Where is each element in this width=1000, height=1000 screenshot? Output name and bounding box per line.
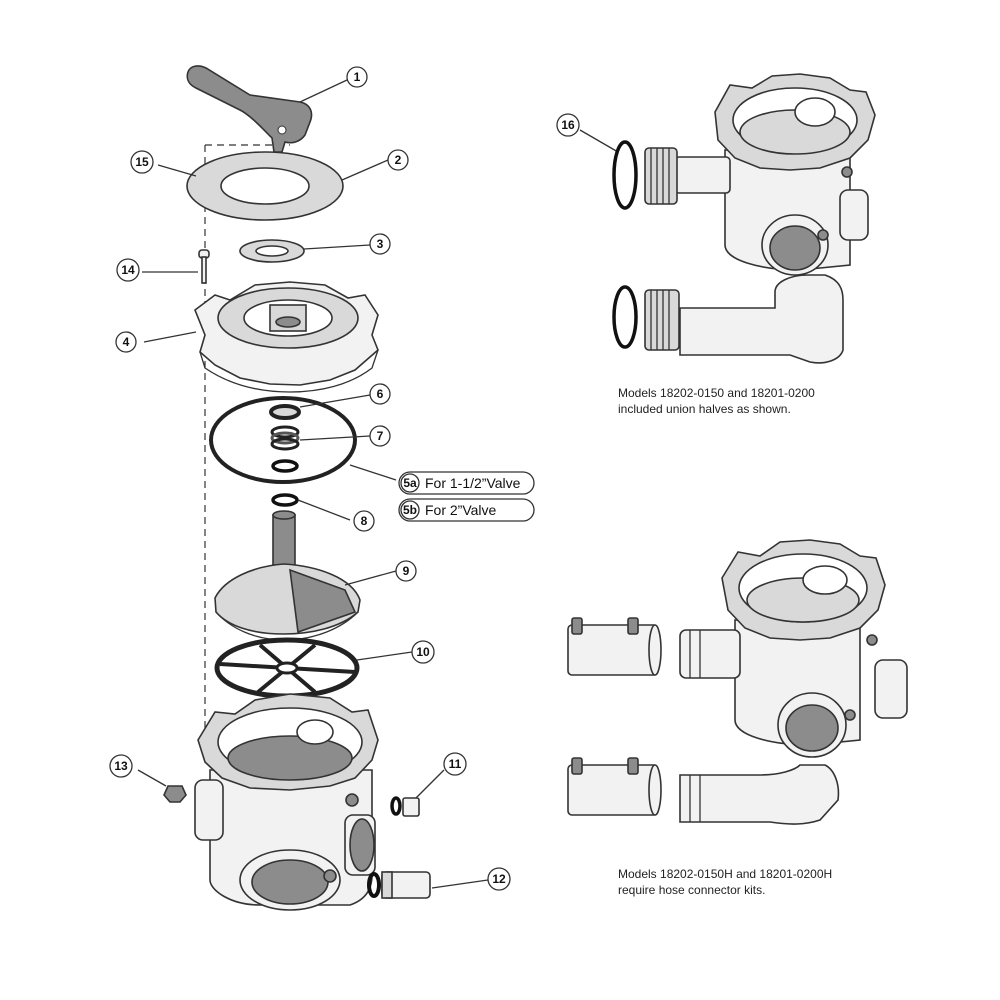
callout-label: 10 [416,645,430,659]
callout-label: 14 [121,263,135,277]
callout-label: 8 [361,514,368,528]
drain-plug-part-13 [163,785,187,803]
callout-10: 10 [411,640,435,664]
screw-part-14 [198,249,210,284]
callout-13: 13 [109,754,133,778]
callout-14: 14 [116,258,140,282]
callout-15: 15 [130,150,154,174]
callout-label: 12 [492,872,506,886]
valve-option-5b: 5b For 2”Valve [398,498,535,522]
callout-label: 13 [114,759,128,773]
gasket-part-10 [214,637,360,699]
valve-option-5a: 5a For 1-1/2”Valve [398,471,535,495]
o-ring-part-8 [271,493,299,507]
caption-line: Models 18202-0150H and 18201-0200H [618,867,833,881]
callout-label: 15 [135,155,149,169]
hose-coupler-top [567,617,662,676]
caption-line: included union halves as shown. [618,402,791,416]
valve-option-id: 5b [403,503,417,517]
callout-label: 16 [561,118,575,132]
o-ring-part-16 [612,140,638,210]
o-ring-lower [612,285,638,349]
cover-part-4 [194,281,379,393]
callout-label: 3 [377,237,384,251]
caption-line: require hose connector kits. [618,883,766,897]
hose-caption: Models 18202-0150H and 18201-0200H requi… [618,866,832,898]
hose-coupler-bottom [567,757,662,816]
valve-option-id: 5a [403,476,417,490]
leader-lines [137,79,619,889]
valve-option-text: For 2”Valve [425,502,497,518]
washer-part-6 [269,404,301,420]
small-o-ring [271,459,299,473]
callout-12: 12 [487,867,511,891]
handle-part-1 [186,65,313,153]
callout-label: 11 [449,757,462,771]
union-caption: Models 18202-0150 and 18201-0200 include… [618,385,815,417]
callout-7: 7 [369,425,391,447]
washer-part-3 [239,239,305,263]
callout-2: 2 [387,149,409,171]
hose-valve-assembly [567,539,908,825]
callout-label: 2 [395,153,402,167]
callout-label: 9 [403,564,410,578]
callout-label: 1 [354,70,361,84]
callout-1: 1 [346,66,368,88]
valve-body [194,693,379,911]
callout-6: 6 [369,383,391,405]
callout-9: 9 [395,560,417,582]
callout-3: 3 [369,233,391,255]
callout-label: 4 [123,335,130,349]
callout-8: 8 [353,510,375,532]
callout-label: 7 [377,429,384,443]
callout-11: 11 [443,752,467,776]
caption-line: Models 18202-0150 and 18201-0200 [618,386,815,400]
callout-16: 16 [556,113,580,137]
valve-option-text: For 1-1/2”Valve [425,475,521,491]
spring-part-7 [270,425,300,451]
diverter-part-9 [214,510,361,641]
callout-label: 6 [377,387,384,401]
fitting-part-12 [367,871,431,899]
o-ring-part-5 [209,396,357,484]
plug-part-11 [390,796,420,817]
label-plate-part-2 [186,151,344,221]
exploded-valve-assembly [163,65,431,911]
callout-4: 4 [115,331,137,353]
union-valve-assembly [612,73,876,364]
